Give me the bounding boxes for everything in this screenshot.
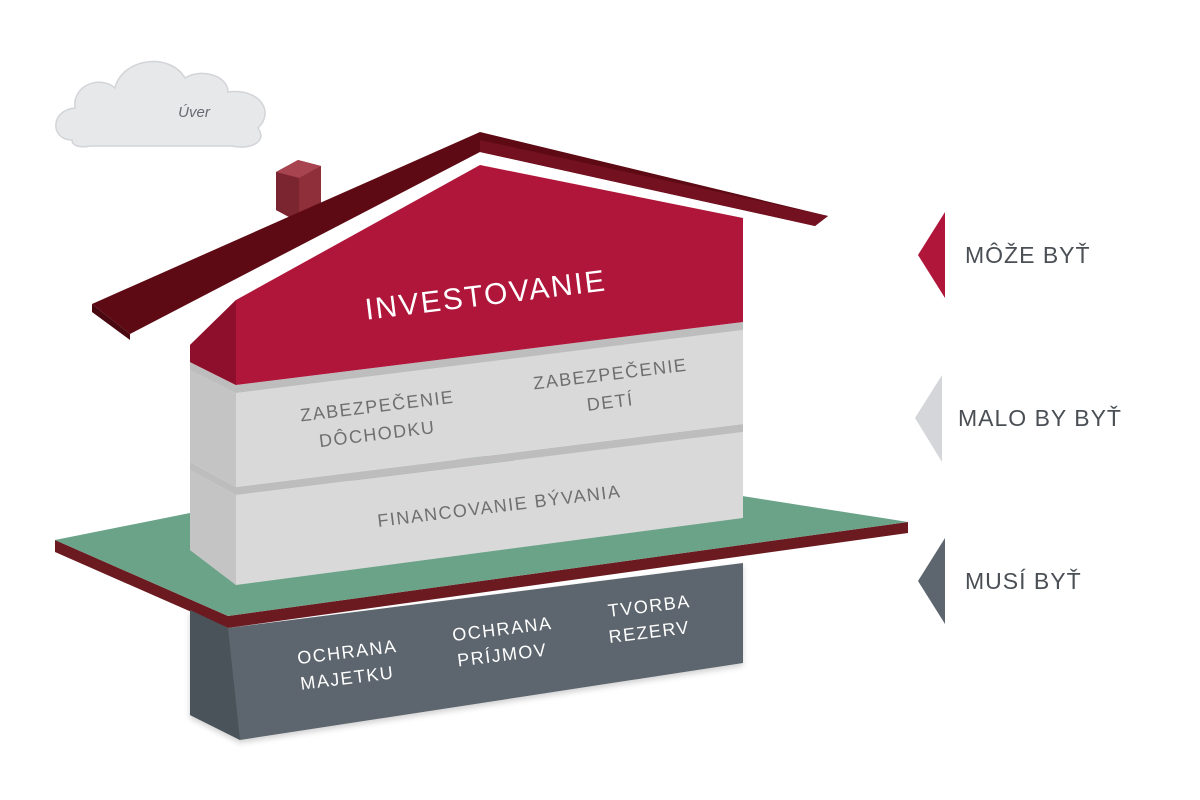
foundation-block bbox=[190, 563, 743, 740]
legend-item-musi-byt: MUSÍ BYŤ bbox=[918, 538, 1082, 624]
legend-item-moze-byt: MÔŽE BYŤ bbox=[918, 212, 1091, 298]
legend-label-moze-byt: MÔŽE BYŤ bbox=[965, 241, 1091, 268]
lower-section bbox=[190, 424, 743, 585]
legend-marker-musi-byt bbox=[918, 538, 945, 624]
investment-wall bbox=[190, 165, 743, 385]
middle-section bbox=[190, 322, 743, 487]
legend-item-malo-by-byt: MALO BY BYŤ bbox=[915, 375, 1122, 462]
cloud-label: Úver bbox=[178, 104, 211, 121]
legend-label-musi-byt: MUSÍ BYŤ bbox=[965, 568, 1082, 594]
legend-label-malo-by-byt: MALO BY BYŤ bbox=[958, 405, 1122, 431]
legend-marker-malo-by-byt bbox=[915, 375, 942, 462]
roof bbox=[92, 132, 828, 340]
legend: MÔŽE BYŤ MALO BY BYŤ MUSÍ BYŤ bbox=[915, 212, 1122, 624]
legend-marker-moze-byt bbox=[918, 212, 945, 298]
cloud: Úver bbox=[55, 60, 266, 148]
chimney bbox=[276, 160, 321, 222]
